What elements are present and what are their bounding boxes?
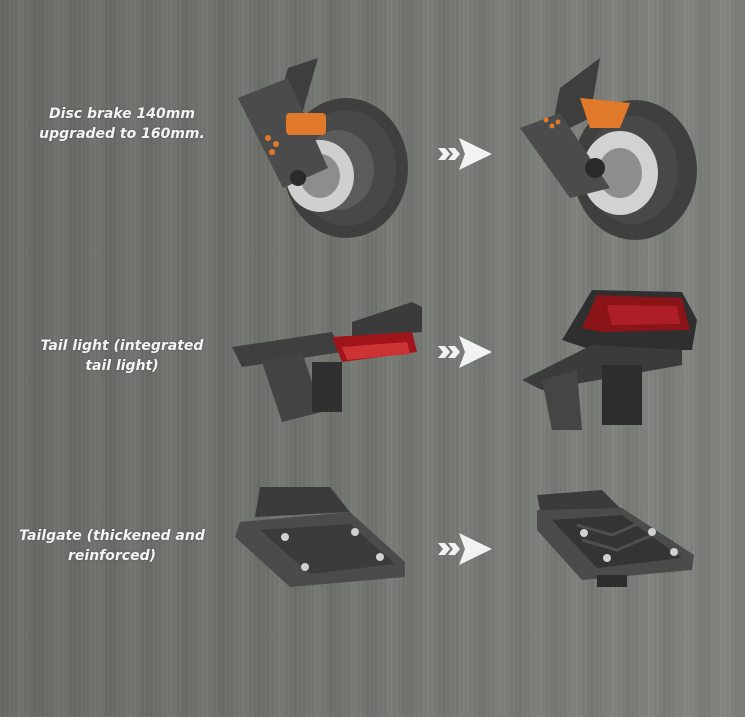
integrated-tail-light-after-image [522, 290, 697, 430]
label-line: reinforced) [68, 548, 156, 564]
double-chevron-arrow-right-icon [438, 336, 492, 368]
tailgate-label: Tailgate (thickened and reinforced) [12, 526, 212, 566]
disc-brake-label: Disc brake 140mm upgraded to 160mm. [22, 104, 222, 144]
label-line: Tailgate (thickened and [19, 528, 205, 544]
front-wheel-after-image [520, 58, 697, 240]
tail-light-before-image [232, 302, 422, 422]
double-chevron-arrow-right-icon [438, 533, 492, 565]
double-chevron-arrow-right-icon [438, 138, 492, 170]
label-line: upgraded to 160mm. [39, 126, 205, 142]
label-line: Tail light (integrated [40, 338, 204, 354]
tailgate-before-image [235, 487, 405, 587]
tailgate-after-image [537, 490, 694, 587]
label-line: tail light) [85, 358, 159, 374]
label-line: Disc brake 140mm [49, 106, 195, 122]
tail-light-label: Tail light (integrated tail light) [22, 336, 222, 376]
front-wheel-before-image [238, 58, 408, 238]
